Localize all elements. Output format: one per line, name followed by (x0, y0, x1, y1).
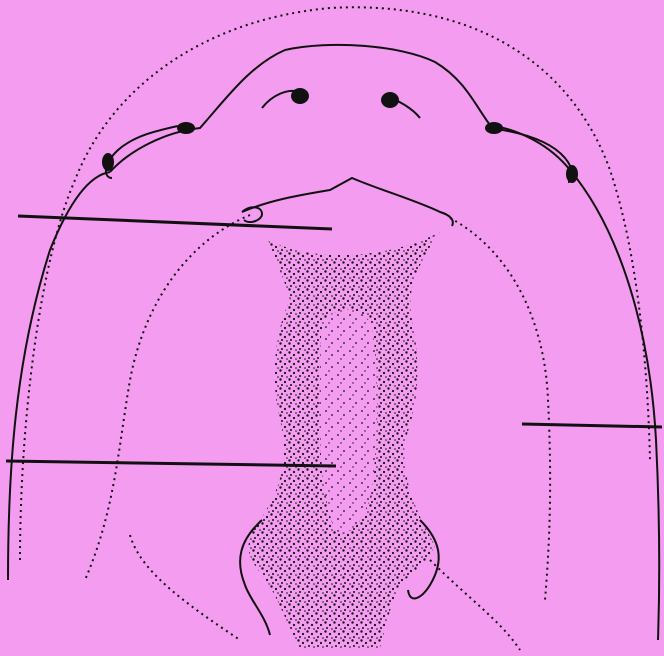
lateral-pit-left-dot (177, 122, 195, 134)
lateral-pit-right-dot-2 (566, 165, 578, 183)
lateral-pit-right-dot (485, 122, 503, 134)
pharynx-inner-band-stipple (320, 309, 378, 532)
lateral-pit-left-dot-2 (102, 153, 114, 171)
